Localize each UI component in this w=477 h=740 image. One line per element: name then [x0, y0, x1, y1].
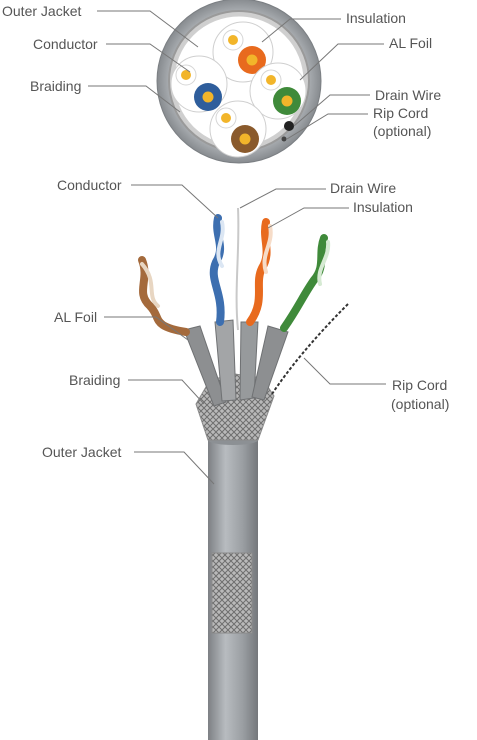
drain-wire-dot: [284, 121, 294, 131]
cross-section-leaders: [88, 10, 384, 140]
foil-shield-center: [214, 319, 237, 402]
rip-cord-strand: [271, 303, 349, 395]
label-braiding-top: Braiding: [30, 78, 81, 94]
pair-blue: [170, 55, 228, 113]
label-insulation-top: Insulation: [346, 10, 406, 26]
cable-view: [138, 207, 349, 740]
label-outer-jacket-top: Outer Jacket: [2, 3, 81, 19]
pair-orange: [212, 21, 274, 83]
label-al-foil-top: AL Foil: [389, 35, 432, 51]
pair-green-strand: [280, 234, 328, 332]
label-rip-cord-bottom-line1: Rip Cord: [392, 377, 447, 393]
label-conductor-bottom: Conductor: [57, 177, 122, 193]
label-rip-cord-top-line2: (optional): [373, 123, 431, 139]
cross-section: [156, 0, 322, 164]
pair-brown: [209, 100, 267, 158]
label-braiding-bottom: Braiding: [69, 372, 120, 388]
foil-shield-left: [183, 325, 227, 407]
label-conductor-top: Conductor: [33, 36, 98, 52]
braiding-window: [211, 552, 253, 634]
label-al-foil-bottom: AL Foil: [54, 309, 97, 325]
label-drain-wire-bottom: Drain Wire: [330, 180, 396, 196]
label-rip-cord-bottom-line2: (optional): [391, 396, 449, 412]
label-insulation-bottom: Insulation: [353, 199, 413, 215]
label-drain-wire-top: Drain Wire: [375, 87, 441, 103]
pair-brown-strand: [138, 256, 190, 336]
label-rip-cord-top-line1: Rip Cord: [373, 105, 428, 121]
pair-green: [249, 62, 307, 120]
pair-blue-strand: [209, 214, 225, 326]
rip-cord-dot: [281, 136, 287, 142]
pair-orange-strand: [246, 218, 271, 326]
label-outer-jacket-bottom: Outer Jacket: [42, 444, 121, 460]
cable-view-leaders: [104, 184, 386, 485]
drain-wire-strand: [235, 207, 240, 331]
